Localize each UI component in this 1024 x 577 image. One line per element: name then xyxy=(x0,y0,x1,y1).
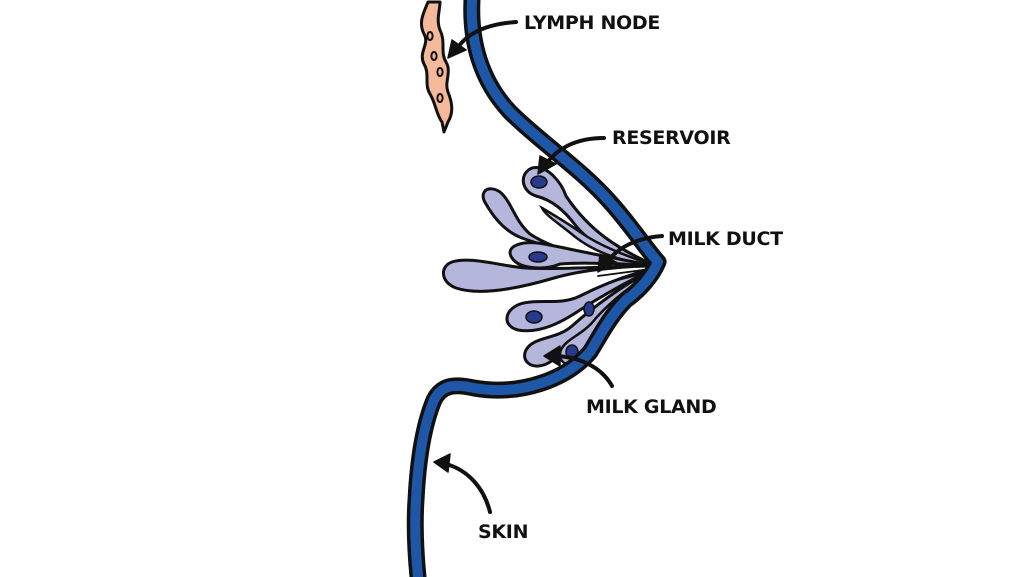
milk-duct-arrow xyxy=(597,234,664,273)
reservoir-label: RESERVOIR xyxy=(612,127,731,149)
milk-glands xyxy=(442,166,659,368)
lymph-node-label: LYMPH NODE xyxy=(524,12,660,34)
lymph-node-arrow xyxy=(447,20,518,59)
lymph-node xyxy=(420,0,454,134)
skin-arrow xyxy=(433,453,492,514)
milk-gland-label: MILK GLAND xyxy=(586,396,717,418)
gland-lobule xyxy=(508,241,657,270)
skin-label: SKIN xyxy=(478,521,528,543)
milk-duct-label: MILK DUCT xyxy=(668,228,783,250)
reservoir-arrow xyxy=(537,136,606,175)
milk-gland-arrow xyxy=(543,345,614,388)
skin-outline xyxy=(406,0,667,577)
